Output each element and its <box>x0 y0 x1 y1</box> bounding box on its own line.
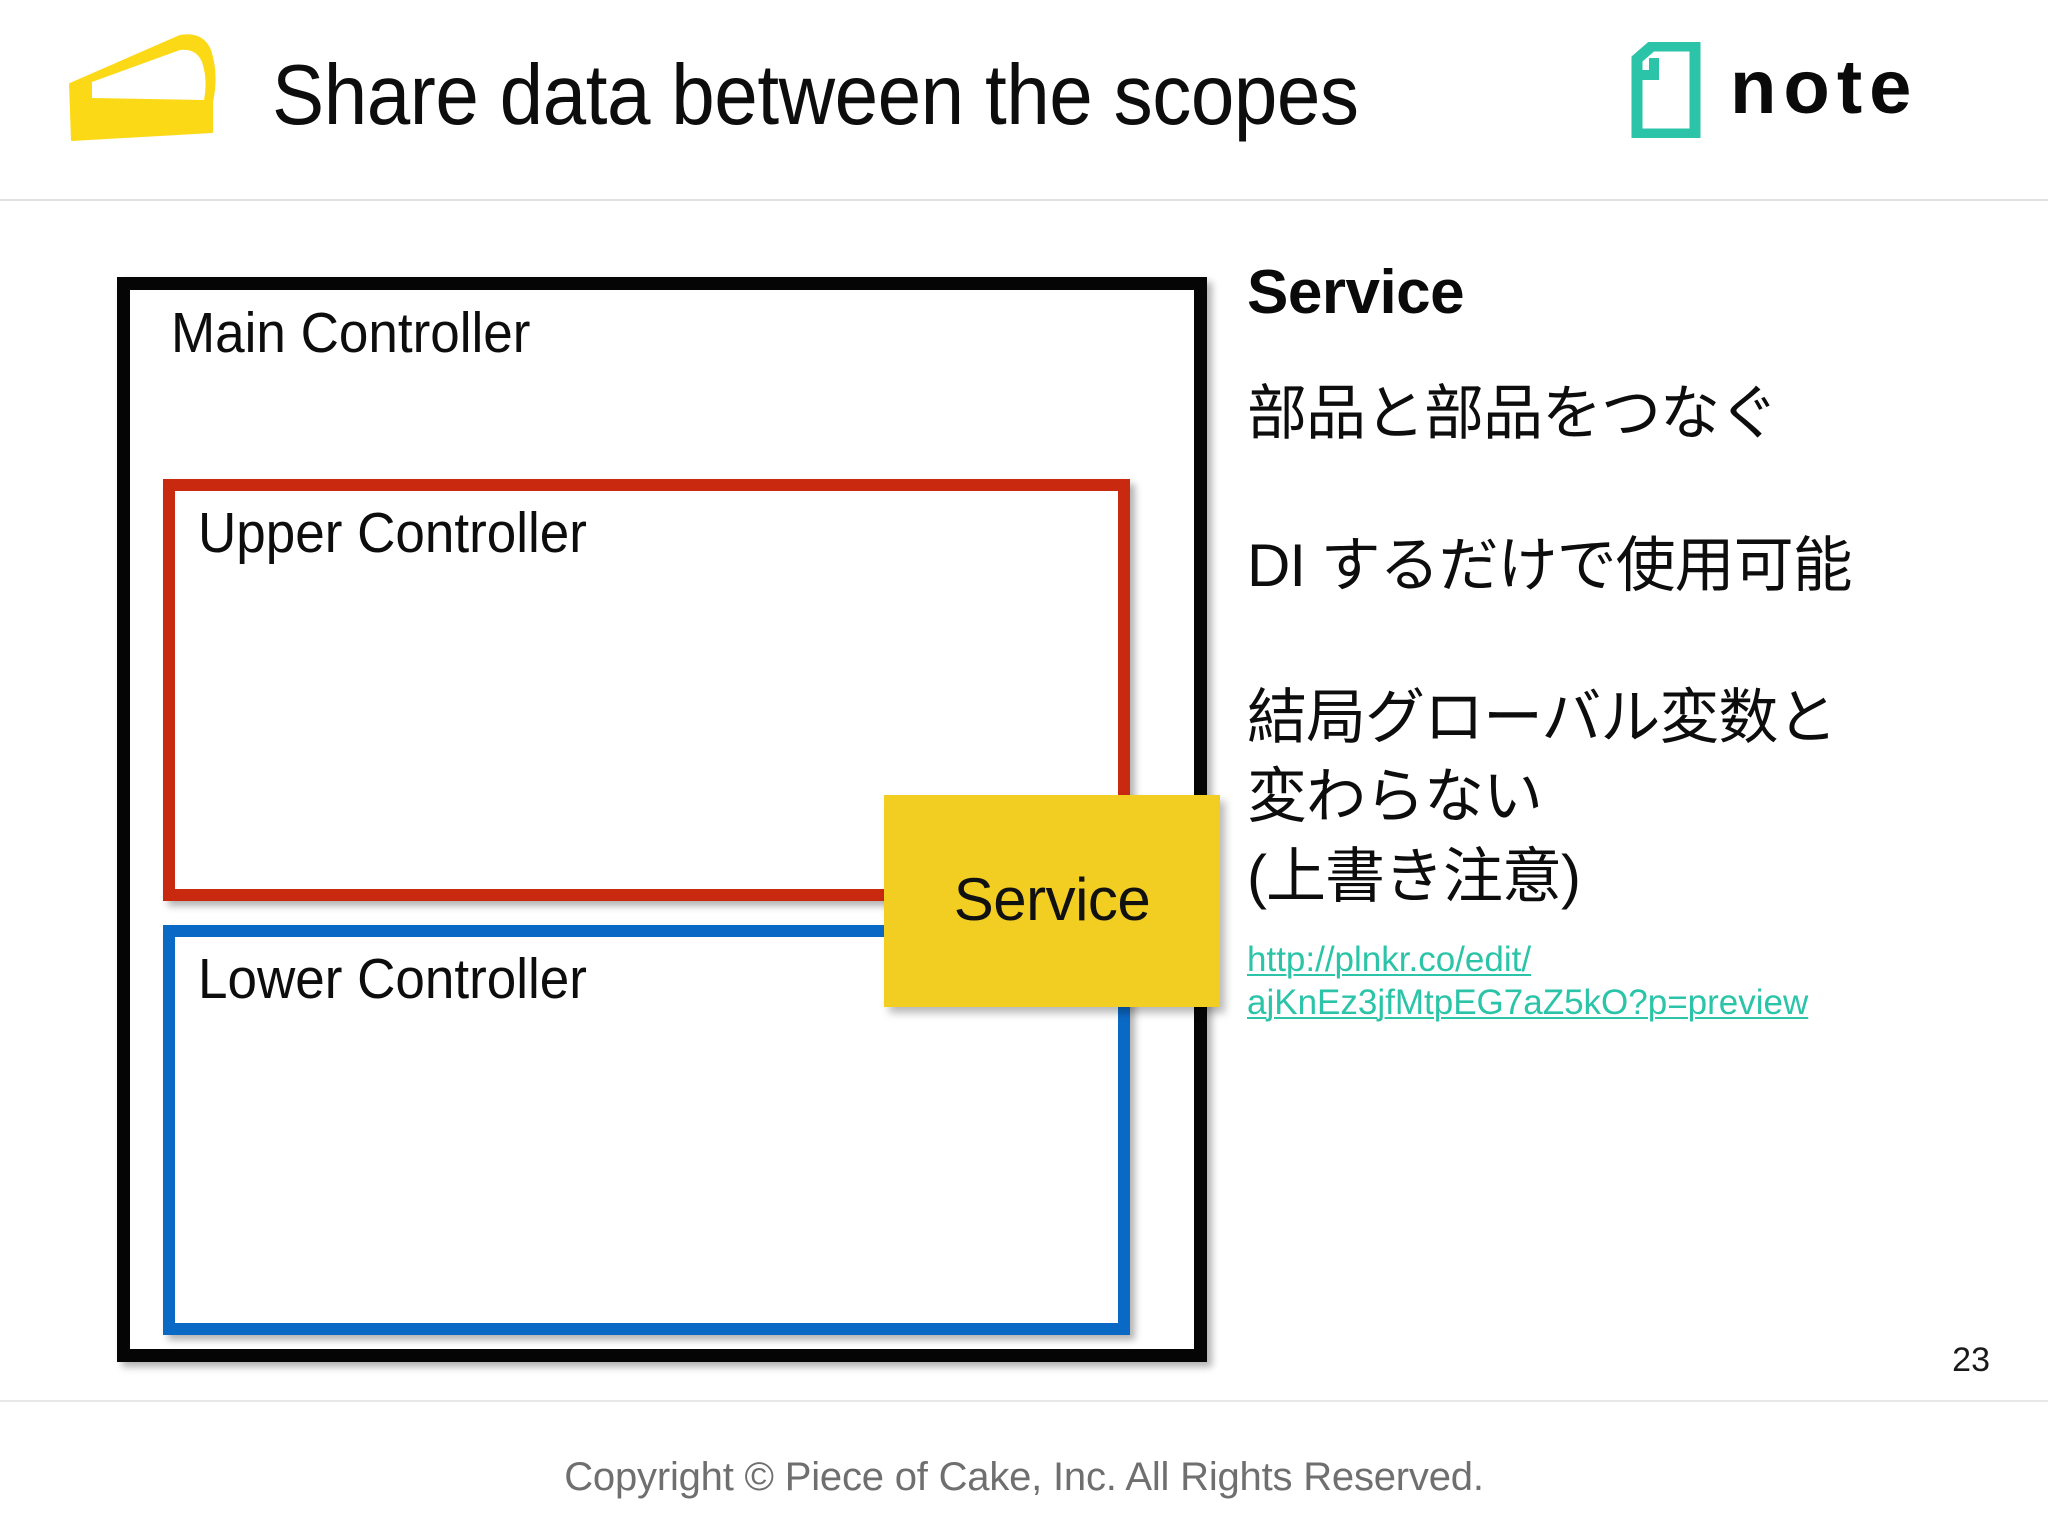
service-description-line-5: (上書き注意) <box>1247 843 1581 911</box>
piece-of-cake-logo-icon <box>62 28 222 146</box>
explanation-panel: Service 部品と部品をつなぐ DI するだけで使用可能 結局グローバル変数… <box>1247 262 2007 1024</box>
plunker-link[interactable]: http://plnkr.co/edit/ ajKnEz3jfMtpEG7aZ5… <box>1247 939 2007 1024</box>
page-number: 23 <box>1952 1341 1990 1379</box>
service-description-line-4: 変わらない <box>1247 763 1543 831</box>
lower-controller-label: Lower Controller <box>198 947 587 1011</box>
slide-header: Share data between the scopes note <box>0 0 2048 201</box>
upper-controller-label: Upper Controller <box>198 501 587 565</box>
note-brand-logo: note <box>1628 38 1918 142</box>
page-title: Share data between the scopes <box>272 48 1359 143</box>
header-divider <box>0 199 2048 201</box>
service-box: Service <box>884 795 1220 1007</box>
main-controller-label: Main Controller <box>171 301 531 365</box>
footer-divider <box>0 1400 2048 1402</box>
service-description-line-1: 部品と部品をつなぐ <box>1247 380 1779 447</box>
service-box-label: Service <box>953 865 1151 933</box>
copyright-text: Copyright © Piece of Cake, Inc. All Righ… <box>564 1455 1484 1499</box>
cake-slice-icon <box>69 34 216 141</box>
service-description-line-3: 結局グローバル変数と <box>1247 683 1837 751</box>
plunker-link-line-2[interactable]: ajKnEz3jfMtpEG7aZ5kO?p=preview <box>1247 982 1809 1022</box>
scopes-diagram: Main Controller Upper Controller Lower C… <box>117 277 1220 1362</box>
service-heading: Service <box>1247 258 1465 327</box>
plunker-link-line-1[interactable]: http://plnkr.co/edit/ <box>1247 939 1532 979</box>
service-description-line-2: DI するだけで使用可能 <box>1247 531 1853 599</box>
note-document-icon <box>1631 42 1701 138</box>
note-logo-text: note <box>1730 45 1919 130</box>
